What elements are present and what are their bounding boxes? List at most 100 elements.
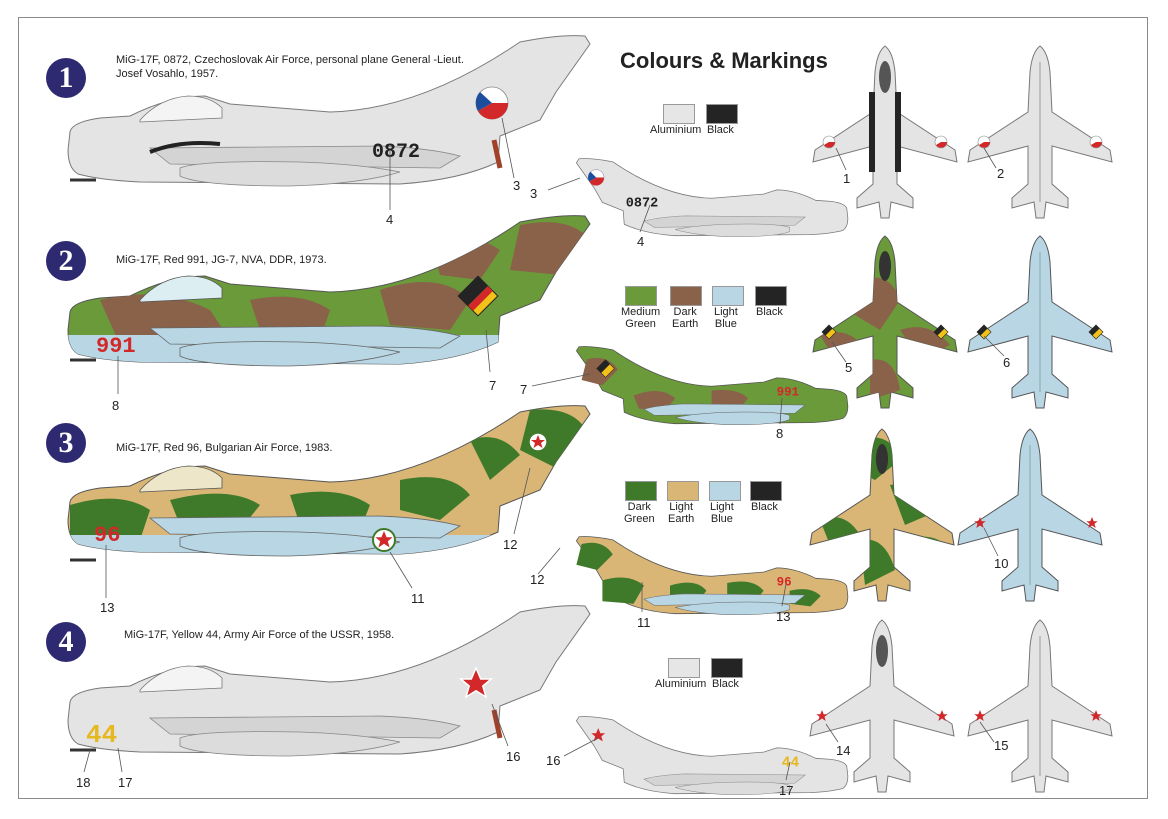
label-line: Dark	[627, 501, 651, 513]
callout-number: 2	[997, 166, 1005, 181]
scheme-4-chip-black-label: Black	[712, 678, 739, 690]
bulgarian-roundel	[372, 528, 396, 552]
scheme-4-serial: 44	[86, 720, 117, 750]
scheme-1-title: MiG-17F, 0872, Czechoslovak Air Force, p…	[116, 53, 464, 81]
scheme-2-chip-medium-green	[625, 286, 657, 306]
czech-roundel	[475, 86, 509, 120]
scheme-4-serial-small: 44	[782, 756, 800, 772]
label-line: Blue	[710, 513, 733, 525]
scheme-3-chip-black	[750, 481, 782, 501]
scheme-3-side-view: 96	[67, 405, 591, 598]
callout-number: 11	[637, 615, 651, 630]
callout-number: 1	[843, 171, 851, 186]
scheme-1-serial-small: 0872	[626, 197, 658, 212]
label-line: Green	[624, 513, 655, 525]
scheme-4-top-view	[809, 619, 955, 793]
scheme-4-chip-black	[711, 658, 743, 678]
scheme-4-chip-aluminium	[668, 658, 700, 678]
label-line: Light	[669, 501, 694, 513]
scheme-1-top-view	[812, 45, 958, 219]
callout-number: 3	[530, 186, 538, 201]
callout-number: 8	[112, 398, 120, 413]
callout-number: 14	[836, 743, 851, 758]
scheme-3-badge: 3	[46, 423, 86, 463]
callout-number: 4	[386, 212, 394, 227]
scheme-2-title: MiG-17F, Red 991, JG-7, NVA, DDR, 1973.	[116, 254, 327, 266]
callout-number: 16	[546, 753, 561, 768]
scheme-2-chip-black-label: Black	[756, 306, 783, 318]
scheme-1-serial: 0872	[372, 141, 420, 164]
callout-number: 17	[118, 775, 133, 790]
scheme-4-title: MiG-17F, Yellow 44, Army Air Force of th…	[124, 629, 395, 641]
scheme-3-serial-small: 96	[777, 576, 792, 590]
scheme-3-bottom-view	[957, 428, 1103, 602]
scheme-2-serial-small: 991	[777, 386, 799, 400]
scheme-1-bottom-view	[967, 45, 1113, 219]
scheme-1-chip-black-label: Black	[707, 124, 734, 136]
callout-number: 17	[779, 783, 794, 798]
scheme-3-chip-black-label: Black	[751, 501, 778, 513]
scheme-2-bottom-view	[967, 235, 1113, 409]
callout-number: 13	[100, 600, 115, 615]
scheme-4-badge: 4	[46, 622, 86, 662]
scheme-4-side-view: 44	[67, 605, 591, 773]
scheme-3-title: MiG-17F, Red 96, Bulgarian Air Force, 19…	[116, 442, 333, 454]
scheme-3-serial: 96	[94, 523, 120, 548]
label-line: Light	[714, 306, 738, 318]
ddr-emblem	[457, 275, 499, 317]
callout-number: 6	[1003, 355, 1011, 370]
scheme-2-chip-black	[755, 286, 787, 306]
label-line: Light	[710, 501, 734, 513]
scheme-2-serial: 991	[96, 334, 136, 359]
scheme-4-chip-aluminium-label: Aluminium	[655, 678, 707, 690]
label-line: Medium	[621, 306, 661, 318]
callout-number: 12	[530, 572, 545, 587]
scheme-1-chip-aluminium	[663, 104, 695, 124]
callout-number: 11	[411, 591, 425, 606]
callout-number: 7	[520, 382, 528, 397]
label-line: Dark	[673, 306, 697, 318]
scheme-1-side-view: 0872	[67, 35, 591, 210]
callout-number: 4	[637, 234, 645, 249]
scheme-2-side-view: 991	[67, 215, 591, 394]
scheme-4-side-view-small: 44	[576, 716, 849, 795]
scheme-2-badge: 2	[46, 241, 86, 281]
callout-number: 13	[776, 609, 791, 624]
callout-number: 16	[506, 749, 521, 764]
scheme-3-chip-light-blue	[709, 481, 741, 501]
callout-number: 12	[503, 537, 518, 552]
callout-number: 15	[994, 738, 1009, 753]
scheme-2-chip-dark-earth	[670, 286, 702, 306]
page-frame	[18, 17, 1148, 799]
callout-number: 7	[489, 378, 497, 393]
callout-number: 5	[845, 360, 853, 375]
scheme-3-side-view-small: 96	[576, 536, 849, 615]
callout-number: 18	[76, 775, 91, 790]
callout-number: 8	[776, 426, 784, 441]
label-line: Earth	[668, 513, 695, 525]
label-line: Green	[625, 318, 656, 330]
scheme-4-bottom-view	[967, 619, 1113, 793]
scheme-2-side-view-small: 991	[576, 346, 849, 425]
label-line: Earth	[672, 318, 699, 330]
scheme-3-top-view	[809, 428, 955, 602]
callout-number: 10	[994, 556, 1009, 571]
scheme-1-title-line1: MiG-17F, 0872, Czechoslovak Air Force, p…	[116, 54, 464, 66]
label-line: Blue	[714, 318, 737, 330]
scheme-1-title-line2: Josef Vosahlo, 1957.	[116, 68, 219, 80]
scheme-2-chip-light-blue	[712, 286, 744, 306]
scheme-1-badge: 1	[46, 58, 86, 98]
scheme-1-chip-aluminium-label: Aluminium	[650, 124, 702, 136]
scheme-3-chip-dark-green	[625, 481, 657, 501]
scheme-3-chip-light-earth	[667, 481, 699, 501]
page-title: Colours & Markings	[620, 48, 828, 73]
scheme-1-side-view-small: 0872	[576, 158, 849, 237]
scheme-2-top-view	[812, 235, 958, 409]
